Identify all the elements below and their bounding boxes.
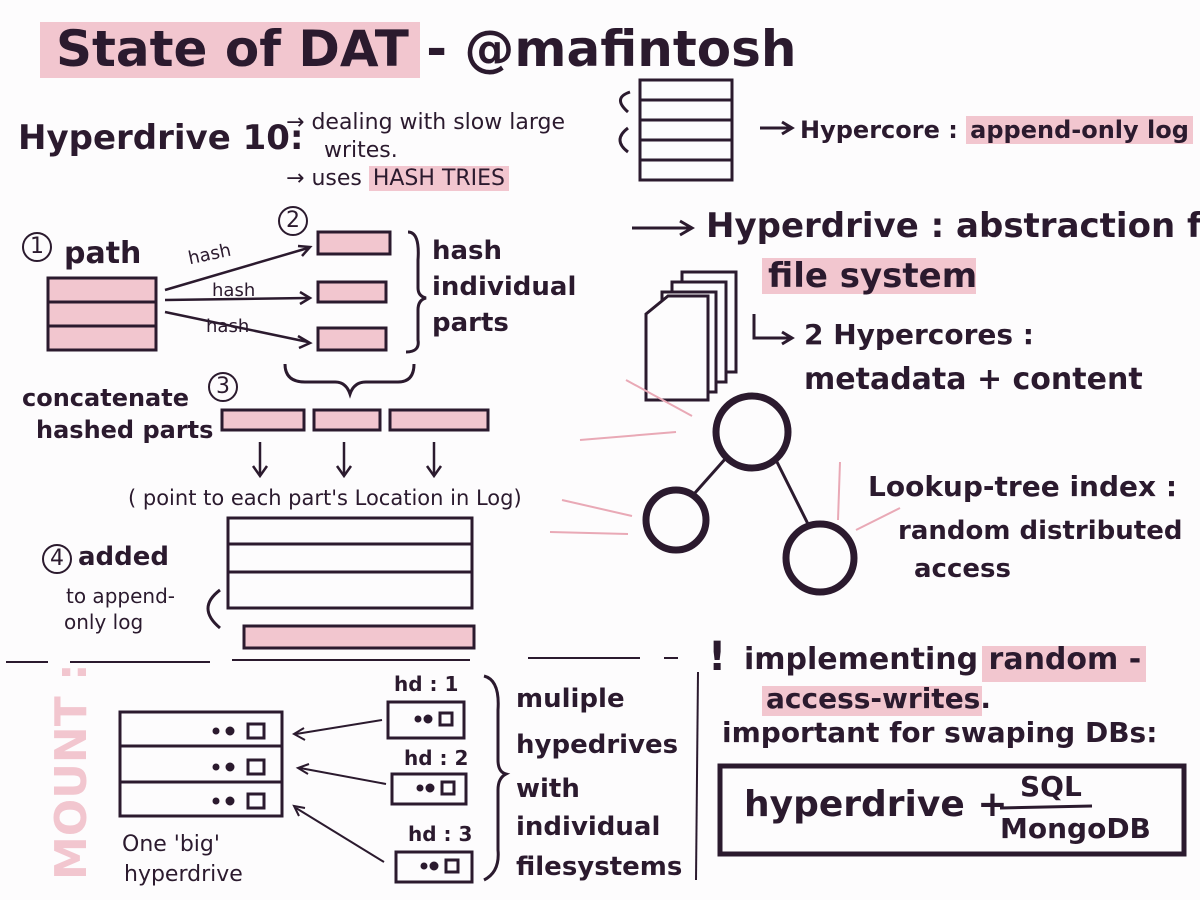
path-block [46,276,158,352]
hyperdrive-sub1: 2 Hypercores : [804,318,1035,351]
brace-icon [483,674,511,882]
lookup-line1: Lookup-tree index : [868,470,1178,503]
arrow-icon [752,314,790,340]
hash-label-2: hash [212,280,256,301]
mount-desc-4: individual [516,812,661,842]
page-title: State of DAT - @mafintosh [56,20,797,78]
pointer-note: ( point to each part's Location in Log) [128,486,522,510]
hd3-drive-icon [394,850,474,884]
mount-desc-1: muliple [516,684,625,714]
step4-label-3: only log [64,610,144,634]
lookup-line3: access [914,554,1011,584]
exclamation-mark: ! [708,634,727,680]
lookup-line2: random distributed [898,516,1183,546]
mount-desc-2: hypedrives [516,730,679,760]
concatenated-parts [220,408,490,432]
brace-icon [405,230,427,354]
big-hyperdrive-icon [118,710,284,818]
arrow-icon [679,219,695,237]
implementing-text: implementing [744,642,979,677]
random-highlight [982,646,1146,682]
big-hyperdrive-label-1: One 'big' [122,832,220,857]
hyperdrive-db-box [717,763,1187,857]
section-divider [6,657,699,881]
hash-arrows [164,244,313,350]
point1-line-b: writes. [324,138,398,163]
random-access-line3: important for swaping DBs: [722,716,1158,749]
big-hyperdrive-label-2: hyperdrive [124,862,243,887]
point1-text: dealing with slow large [311,110,565,135]
box-mongodb: MongoDB [1000,812,1151,845]
random-access-line1: implementing random - [744,642,1141,677]
point1-line-a: → dealing with slow large [286,110,565,135]
random-access-line2: access-writes. [766,682,991,715]
hd3-label: hd : 3 [408,822,473,846]
box-hyperdrive-plus: hyperdrive + [744,784,1008,825]
hyperdrive10-label: Hyperdrive 10: [18,118,304,158]
hd2-drive-icon [390,772,468,806]
step2-badge: 2 [278,206,308,236]
hash-label-3: hash [206,316,250,337]
append-only-highlight: append-only log [966,116,1193,144]
hyperdrive-def-line2: file system [768,256,978,296]
hyperdrive-sub2: metadata + content [804,362,1143,397]
step3-label-2: hashed parts [36,416,214,444]
hash-parts-line-3: parts [432,308,509,338]
hd1-label: hd : 1 [394,672,459,696]
filesystem-highlight [762,258,976,294]
mount-arrows [291,719,387,863]
append-only-log [206,516,476,650]
brace-icon [283,363,416,399]
step1-badge: 1 [22,232,52,262]
mount-label: MOUNT : [46,663,97,880]
pink-rays [549,379,901,535]
step3-label-1: concatenate [22,384,190,412]
fraction-line [999,804,1093,810]
mount-desc-5: filesystems [516,852,683,882]
hash-tries-highlight: HASH TRIES [368,166,510,191]
step3-badge: 3 [208,372,238,402]
title-highlight [40,22,420,78]
hypercore-label: Hypercore : [800,116,958,144]
hd2-label: hd : 2 [404,746,469,770]
hypercore-line: Hypercore : append-only log [800,116,1193,144]
box-sql: SQL [1020,770,1082,803]
step4-label-1: added [78,542,170,572]
hypercore-log-icon [618,78,734,182]
point2-prefix: uses [311,166,362,191]
hashed-parts [316,230,392,352]
hyperdrive-def-line1: Hyperdrive : abstraction for [706,206,1200,246]
hash-parts-line-2: individual [432,272,577,302]
step1-label: path [64,236,142,271]
random-text: random - [988,642,1142,677]
access-writes-highlight [762,686,982,716]
hash-parts-line-1: hash [432,236,503,266]
files-stack-icon [644,270,738,402]
step4-label-2: to append- [66,584,175,608]
point2-line: → uses HASH TRIES [286,166,510,191]
mount-desc-3: with [516,774,580,804]
lookup-tree-diagram [642,392,858,596]
hd1-drive-icon [386,700,466,740]
step4-badge: 4 [42,544,72,574]
down-arrows [251,442,443,479]
